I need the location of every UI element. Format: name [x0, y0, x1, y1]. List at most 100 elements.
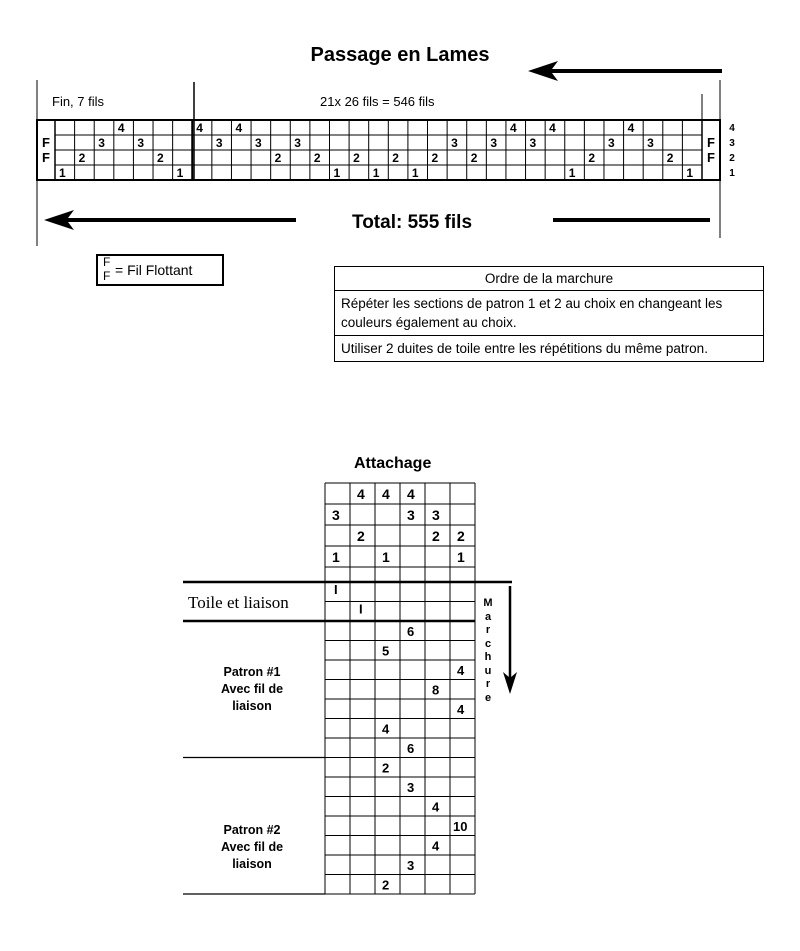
- toile-label: Toile et liaison: [188, 593, 289, 612]
- marchure-arrow: [503, 586, 517, 694]
- threading-arrow-bottom: [44, 210, 296, 230]
- threading-cell-number: 1: [177, 166, 184, 180]
- treadling-cell-number: 4: [432, 839, 440, 854]
- threading-cell-number: 3: [98, 136, 105, 150]
- threading-cell-number: 4: [510, 121, 517, 135]
- tieup-cell-number: 1: [457, 549, 465, 565]
- threading-title: Passage en Lames: [310, 44, 490, 66]
- shaft-label: 3: [729, 138, 735, 149]
- treadling-cell-number: 3: [407, 780, 414, 795]
- tieup-cell-number: 2: [432, 528, 440, 544]
- treadling-cell-number: I: [359, 602, 363, 617]
- tieup-cell-number: 2: [357, 528, 365, 544]
- marchure-letter: r: [485, 624, 491, 636]
- marchure-letter: e: [484, 691, 492, 704]
- threading-left-label: Fin, 7 fils: [52, 94, 105, 109]
- treadling-cell-number: 10: [453, 819, 467, 834]
- marchure-letter: h: [484, 651, 492, 663]
- shaft-label: 2: [729, 153, 735, 164]
- tieup-cell-number: 4: [407, 486, 415, 502]
- threading-cell-number: 2: [432, 151, 439, 165]
- float-mark-right: F: [707, 150, 715, 165]
- threading-cell-number: 3: [490, 136, 497, 150]
- tieup-treadling-grid: 4 4 4 3 3 3 2 2 2 1 1 1I I 6 5 4 8 4 4 6 2 3 4 10 4 3 2: [183, 482, 512, 895]
- threading-cell-number: 2: [588, 151, 595, 165]
- treadling-cell-number: 5: [382, 644, 389, 659]
- tieup-cell-number: 3: [332, 507, 340, 523]
- threading-cell-number: 3: [137, 136, 144, 150]
- shaft-label: 4: [729, 123, 735, 134]
- threading-cell-number: 4: [118, 121, 125, 135]
- treadling-cell-number: 8: [432, 683, 439, 698]
- threading-cell-number: 3: [647, 136, 654, 150]
- treadling-cell-number: 6: [407, 741, 414, 756]
- threading-cell-number: 1: [333, 166, 340, 180]
- order-title: Ordre de la marchure: [484, 271, 614, 286]
- treadling-cell-number: 2: [382, 878, 389, 893]
- patron2-line-3: liaison: [232, 857, 272, 871]
- threading-cell-number: 3: [530, 136, 537, 150]
- threading-cell-number: 1: [412, 166, 419, 180]
- order-line-1: Répéter les sections de patron 1 et 2 au…: [335, 290, 763, 335]
- threading-cell-number: 1: [569, 166, 576, 180]
- marchure-letter: a: [484, 610, 492, 623]
- legend-text: = Fil Flottant: [115, 262, 193, 278]
- threading-cell-number: 3: [608, 136, 615, 150]
- patron1-line-1: Patron #1: [223, 665, 281, 679]
- patron1-line-2: Avec fil de: [220, 682, 284, 696]
- treadling-cell-number: I: [334, 582, 338, 597]
- marchure-letter: M: [483, 597, 493, 609]
- legend-f-top: F: [103, 255, 111, 269]
- threading-cell-number: 4: [196, 121, 203, 135]
- threading-cell-number: 3: [294, 136, 301, 150]
- tieup-cell-number: 3: [432, 507, 440, 523]
- treadling-cell-number: 2: [382, 761, 389, 776]
- threading-total-label: Total: 555 fils: [352, 212, 473, 233]
- treadling-cell-number: 4: [457, 663, 465, 678]
- treadling-cell-number: 4: [432, 800, 440, 815]
- threading-cell-number: 1: [59, 166, 66, 180]
- tieup-cell-number: 1: [332, 549, 340, 565]
- marchure-letter: c: [484, 637, 492, 650]
- marchure-letter: u: [484, 664, 492, 677]
- treadling-order-box: Ordre de la marchure Répéter les section…: [334, 266, 764, 362]
- float-mark-left: F: [42, 150, 50, 165]
- threading-cell-number: 1: [686, 166, 693, 180]
- marchure-letter: r: [485, 678, 491, 690]
- shaft-label: 1: [729, 168, 735, 179]
- threading-cell-number: 4: [549, 121, 556, 135]
- threading-cell-number: 4: [235, 121, 242, 135]
- threading-cell-number: 2: [79, 151, 86, 165]
- threading-cell-number: 2: [353, 151, 360, 165]
- threading-cell-number: 3: [255, 136, 262, 150]
- tieup-cell-number: 1: [382, 549, 390, 565]
- tieup-cell-number: 4: [382, 486, 390, 502]
- treadling-cell-number: 3: [407, 858, 414, 873]
- tieup-title: Attachage: [354, 455, 432, 472]
- threading-arrow-top: [528, 61, 722, 81]
- treadling-cell-number: 4: [382, 722, 390, 737]
- float-legend: F F = Fil Flottant: [96, 254, 224, 286]
- float-mark-left: F: [42, 135, 50, 150]
- threading-cell-number: 2: [275, 151, 282, 165]
- patron1-label: Patron #1 Avec fil de liaison: [192, 664, 312, 715]
- threading-cell-number: 2: [471, 151, 478, 165]
- total-line-right: [553, 218, 710, 222]
- tieup-cell-number: 4: [357, 486, 365, 502]
- tieup-cell-number: 2: [457, 528, 465, 544]
- threading-cell-number: 2: [667, 151, 674, 165]
- threading-cell-number: 4: [628, 121, 635, 135]
- patron1-line-3: liaison: [232, 699, 272, 713]
- treadling-cell-number: 4: [457, 702, 465, 717]
- patron2-line-1: Patron #2: [223, 823, 281, 837]
- threading-mid-label: 21x 26 fils = 546 fils: [320, 94, 435, 109]
- legend-f-bottom: F: [103, 269, 111, 283]
- threading-cell-number: 3: [451, 136, 458, 150]
- order-line-2: Utiliser 2 duites de toile entre les rép…: [335, 335, 763, 361]
- threading-cell-number: 2: [392, 151, 399, 165]
- tieup-cell-number: 3: [407, 507, 415, 523]
- treadling-cell-number: 6: [407, 624, 414, 639]
- threading-cell-number: 2: [157, 151, 164, 165]
- patron2-label: Patron #2 Avec fil de liaison: [192, 822, 312, 873]
